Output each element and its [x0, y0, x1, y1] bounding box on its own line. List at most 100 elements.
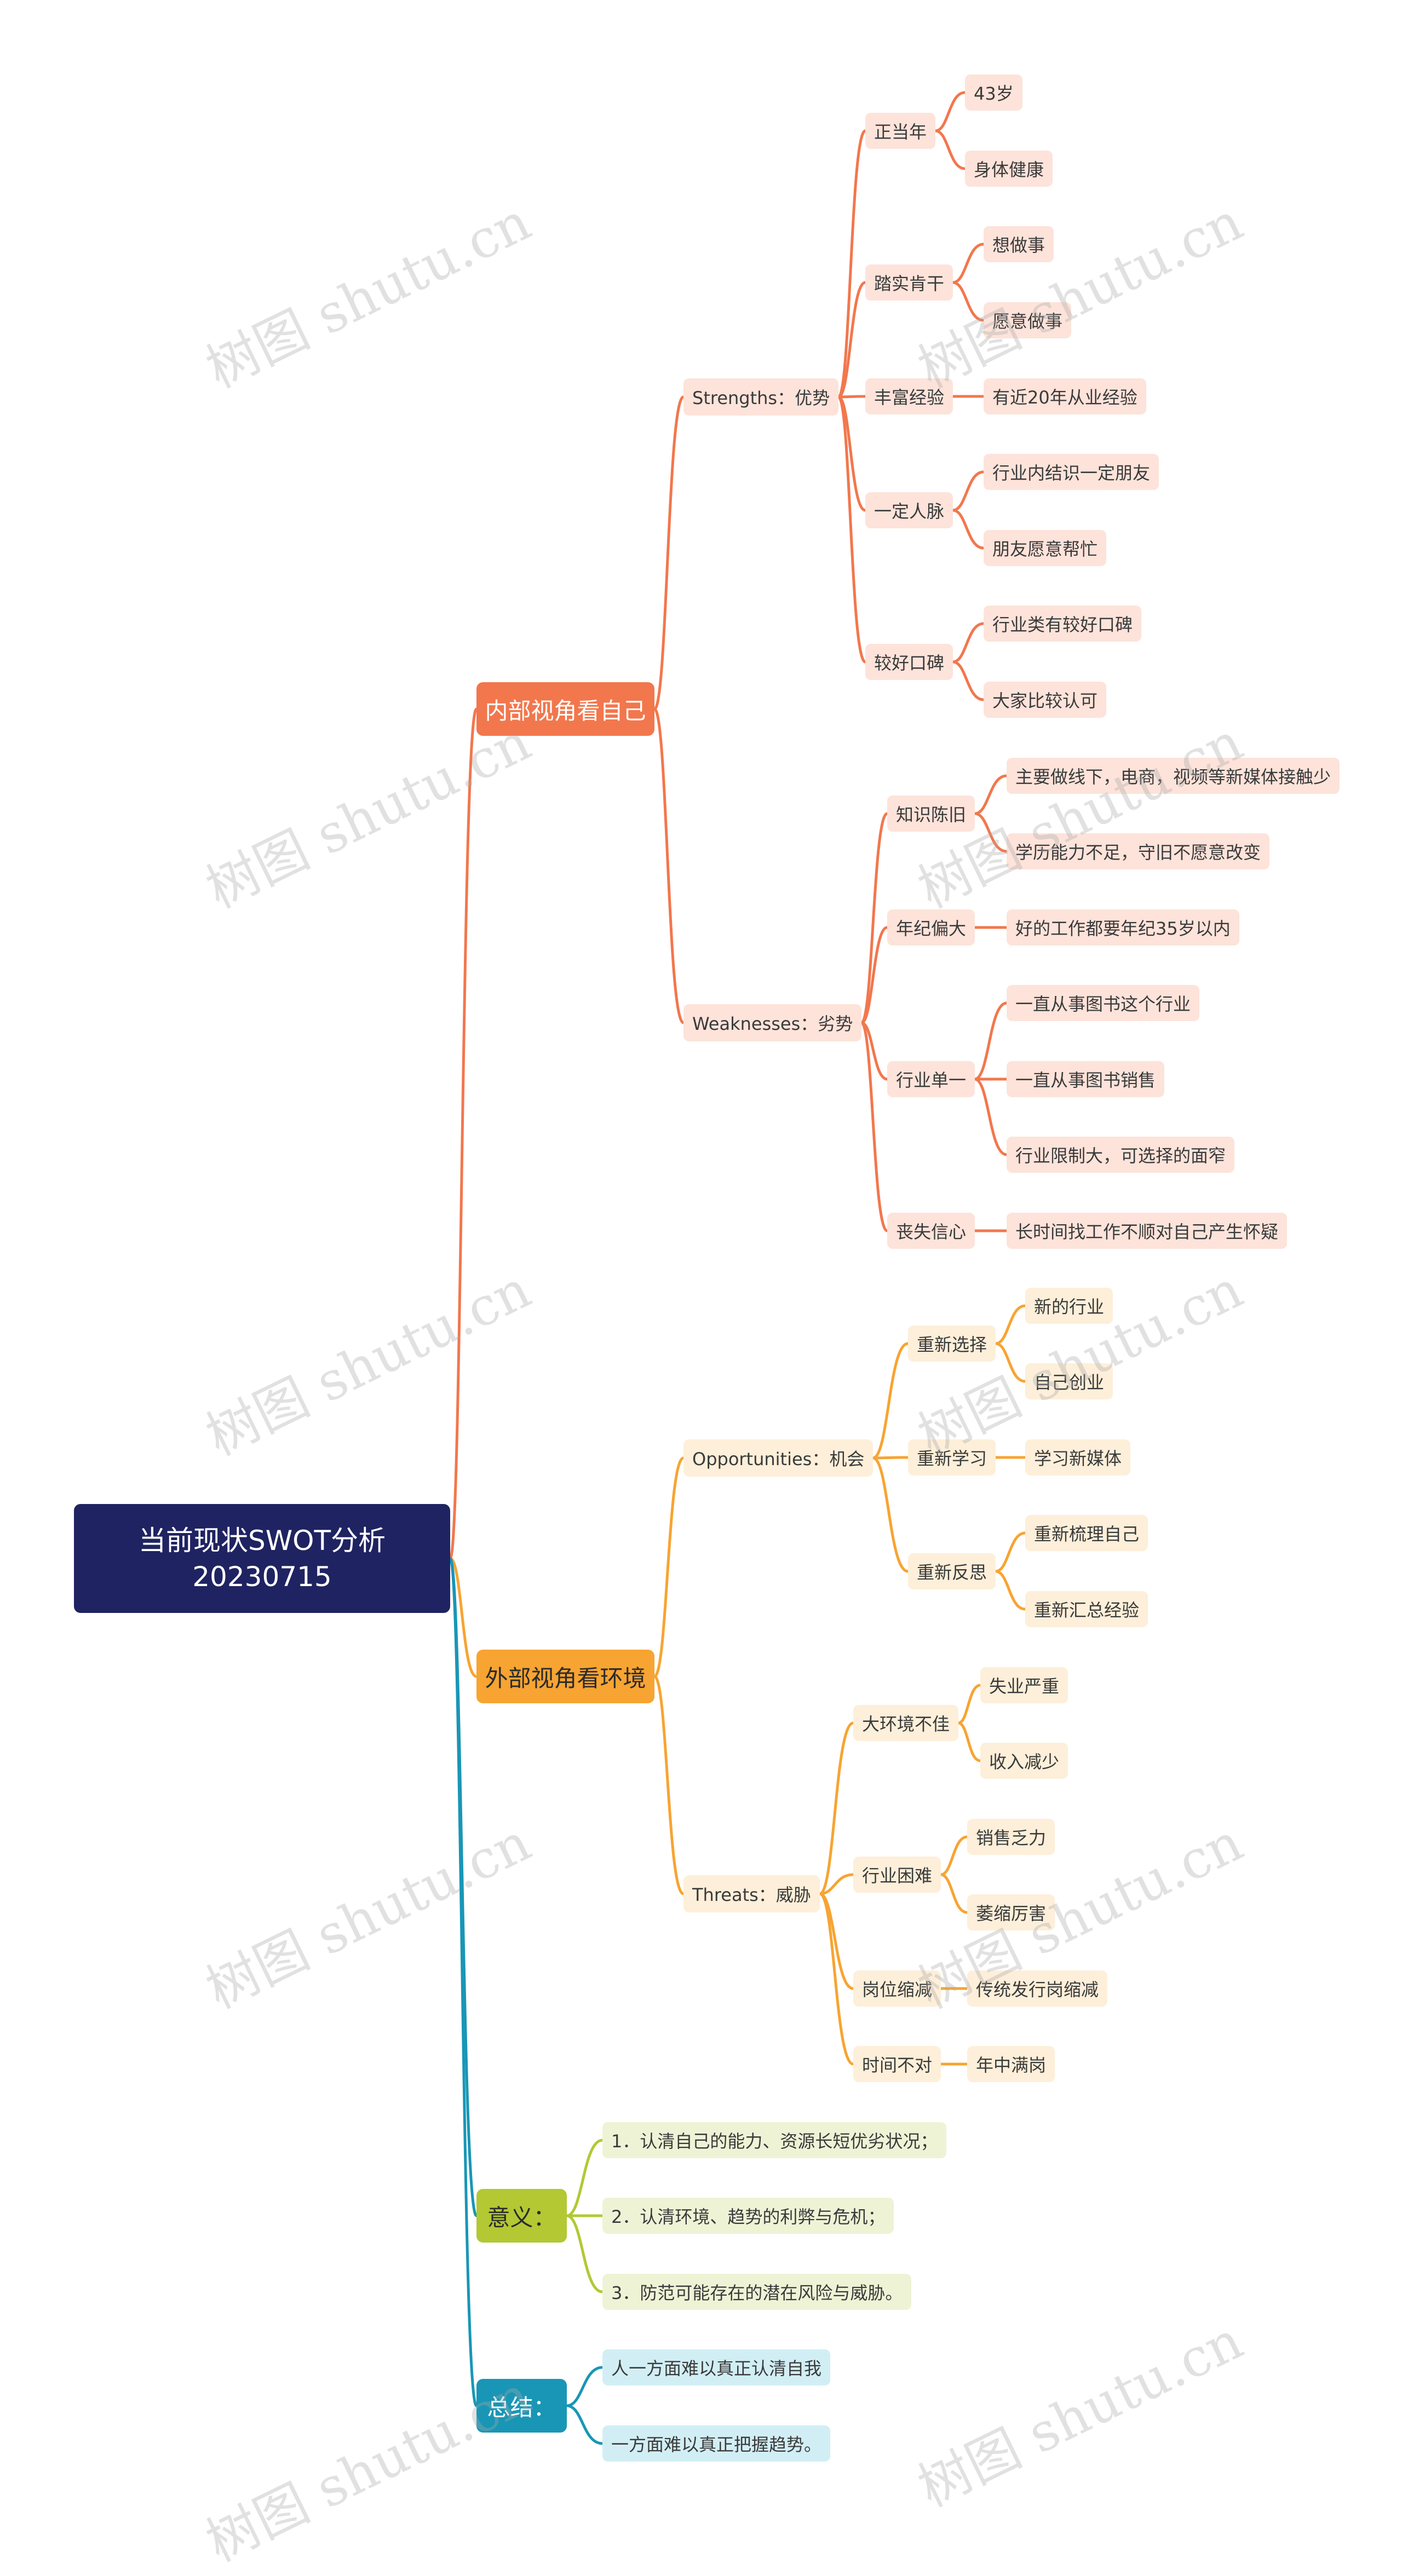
leaf-o3-2[interactable]: 重新汇总经验	[1025, 1591, 1148, 1627]
connector-leaf-o3-1	[995, 1531, 1026, 1573]
connector-node-threat-1	[819, 1721, 854, 1895]
connector-leaf-s1-2	[935, 129, 966, 170]
connector-node-weaknesses	[653, 707, 685, 1024]
leaf-t4-1[interactable]: 年中满岗	[967, 2046, 1055, 2082]
connector-leaf-s1-1	[935, 91, 966, 132]
summary-item-2[interactable]: 一方面难以真正把握趋势。	[602, 2425, 831, 2462]
branch-internal[interactable]: 内部视角看自己	[476, 682, 654, 736]
leaf-o1-2[interactable]: 自己创业	[1025, 1363, 1113, 1399]
branch-meaning[interactable]: 意义：	[476, 2189, 567, 2243]
leaf-t1-1[interactable]: 失业严重	[980, 1667, 1068, 1703]
leaf-o3-1[interactable]: 重新梳理自己	[1025, 1515, 1148, 1551]
meaning-item-3[interactable]: 3．防范可能存在的潜在风险与威胁。	[602, 2274, 912, 2310]
leaf-o2-1[interactable]: 学习新媒体	[1025, 1439, 1131, 1476]
connector-node-threats	[653, 1675, 685, 1895]
node-threats[interactable]: Threats：威胁	[683, 1875, 820, 1912]
node-strength-5[interactable]: 较好口碑	[865, 644, 953, 680]
connector-leaf-s4-1	[952, 470, 984, 512]
connector-leaf-t2-2	[940, 1873, 968, 1914]
connector-node-opportunity-3	[872, 1456, 909, 1573]
node-threat-2[interactable]: 行业困难	[853, 1857, 941, 1893]
leaf-s1-2[interactable]: 身体健康	[965, 151, 1053, 187]
meaning-item-1[interactable]: 1．认清自己的能力、资源长短优劣状况；	[602, 2122, 947, 2158]
connector-leaf-s5-2	[952, 660, 984, 701]
leaf-s2-1[interactable]: 想做事	[984, 226, 1054, 262]
connector-branch-internal	[449, 707, 478, 1560]
connector-leaf-o1-2	[995, 1342, 1026, 1383]
connector-branch-external	[449, 1557, 478, 1678]
connector-leaf-t2-1	[940, 1835, 968, 1876]
node-threat-1[interactable]: 大环境不佳	[853, 1705, 959, 1741]
leaf-t1-2[interactable]: 收入减少	[980, 1743, 1068, 1779]
leaf-t2-1[interactable]: 销售乏力	[967, 1819, 1055, 1855]
node-opportunity-2[interactable]: 重新学习	[908, 1439, 996, 1476]
node-threat-3[interactable]: 岗位缩减	[853, 1970, 941, 2007]
connector-node-threat-2	[819, 1873, 854, 1895]
leaf-w3-2[interactable]: 一直从事图书销售	[1007, 1061, 1165, 1097]
connector-leaf-t1-2	[958, 1721, 981, 1762]
connector-node-strength-2	[837, 281, 866, 399]
branch-summary[interactable]: 总结：	[476, 2379, 567, 2433]
leaf-w2-1[interactable]: 好的工作都要年纪35岁以内	[1007, 909, 1239, 946]
connector-leaf-w1-2	[974, 812, 1007, 853]
connector-node-threat-3	[819, 1892, 854, 1990]
connector-leaf-s5-1	[952, 622, 984, 664]
leaf-t2-2[interactable]: 萎缩厉害	[967, 1894, 1055, 1930]
connector-node-opportunities	[653, 1456, 685, 1678]
node-weakness-3[interactable]: 行业单一	[887, 1061, 975, 1097]
node-weaknesses[interactable]: Weaknesses：劣势	[683, 1004, 862, 1041]
leaf-s3-1[interactable]: 有近20年从业经验	[984, 378, 1146, 414]
leaf-s4-1[interactable]: 行业内结识一定朋友	[984, 454, 1159, 490]
connector-leaf-w3-3	[974, 1077, 1007, 1156]
node-opportunity-3[interactable]: 重新反思	[908, 1553, 996, 1589]
connector-node-opportunity-2	[872, 1456, 909, 1460]
leaf-w1-1[interactable]: 主要做线下，电商，视频等新媒体接触少	[1007, 758, 1340, 794]
connector-node-strengths	[653, 395, 685, 711]
connector-node-opportunity-1	[872, 1342, 909, 1460]
node-strength-4[interactable]: 一定人脉	[865, 492, 953, 528]
summary-item-1[interactable]: 人一方面难以真正认清自我	[602, 2349, 831, 2385]
root-topic[interactable]: 当前现状SWOT分析20230715	[74, 1504, 450, 1613]
node-strength-1[interactable]: 正当年	[865, 113, 936, 149]
connector-leaf-w1-1	[974, 774, 1007, 815]
leaf-s4-2[interactable]: 朋友愿意帮忙	[984, 530, 1107, 566]
connector-leaf-t1-1	[958, 1684, 981, 1725]
node-threat-4[interactable]: 时间不对	[853, 2046, 941, 2082]
node-weakness-1[interactable]: 知识陈旧	[887, 796, 975, 832]
node-weakness-4[interactable]: 丧失信心	[887, 1213, 975, 1249]
connector-leaf-s4-2	[952, 509, 984, 550]
node-opportunity-1[interactable]: 重新选择	[908, 1326, 996, 1362]
connector-leaf-o3-2	[995, 1570, 1026, 1611]
connector-meaning-item-3	[566, 2214, 603, 2293]
meaning-item-2[interactable]: 2．认清环境、趋势的利弊与危机；	[602, 2198, 894, 2234]
leaf-w4-1[interactable]: 长时间找工作不顺对自己产生怀疑	[1007, 1213, 1288, 1249]
connector-node-weakness-2	[860, 926, 888, 1024]
connector-summary-item-1	[566, 2366, 603, 2407]
leaf-o1-1[interactable]: 新的行业	[1025, 1288, 1113, 1324]
leaf-s1-1[interactable]: 43岁	[965, 74, 1022, 111]
connector-leaf-w3-1	[974, 1001, 1007, 1081]
connector-leaf-s2-2	[952, 281, 984, 322]
node-strengths[interactable]: Strengths：优势	[683, 378, 839, 416]
node-opportunities[interactable]: Opportunities：机会	[683, 1439, 874, 1477]
connector-node-weakness-1	[860, 812, 888, 1024]
leaf-w3-1[interactable]: 一直从事图书这个行业	[1007, 985, 1200, 1021]
leaf-w1-2[interactable]: 学历能力不足，守旧不愿意改变	[1007, 833, 1270, 869]
connector-leaf-s2-1	[952, 243, 984, 284]
leaf-s5-1[interactable]: 行业类有较好口碑	[984, 606, 1142, 642]
connector-branch-summary	[449, 1557, 478, 2407]
leaf-s5-2[interactable]: 大家比较认可	[984, 682, 1107, 718]
connector-node-strength-1	[837, 129, 867, 399]
connector-node-weakness-3	[861, 1021, 888, 1081]
connector-node-strength-3	[838, 395, 866, 399]
leaf-w3-3[interactable]: 行业限制大，可选择的面窄	[1007, 1137, 1235, 1173]
node-strength-2[interactable]: 踏实肯干	[865, 264, 953, 301]
node-strength-3[interactable]: 丰富经验	[865, 378, 953, 414]
leaf-s2-2[interactable]: 愿意做事	[984, 302, 1072, 338]
branch-external[interactable]: 外部视角看环境	[476, 1650, 654, 1703]
connector-leaf-o1-1	[995, 1304, 1026, 1345]
leaf-t3-1[interactable]: 传统发行岗缩减	[967, 1970, 1108, 2007]
node-weakness-2[interactable]: 年纪偏大	[887, 909, 975, 946]
connector-node-strength-5	[837, 395, 866, 664]
